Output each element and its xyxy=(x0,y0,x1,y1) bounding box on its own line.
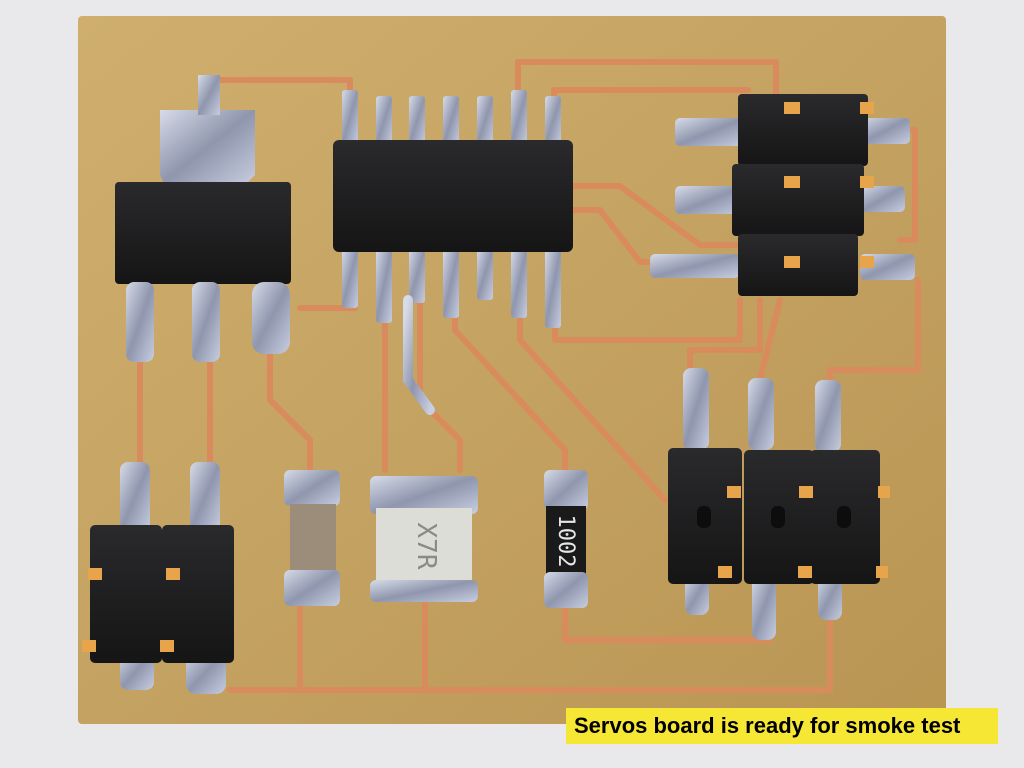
ic-chip xyxy=(333,90,573,415)
capacitor-small xyxy=(284,470,340,606)
voltage-regulator xyxy=(115,75,291,362)
resistor-marking: 1002 xyxy=(553,515,578,568)
power-headers xyxy=(82,462,234,694)
slide-caption: Servos board is ready for smoke test xyxy=(566,708,998,744)
servo-headers xyxy=(668,368,890,640)
resistor-1002: 1002 xyxy=(544,470,588,608)
pin-header-top xyxy=(650,94,915,296)
capacitor-marking: X7R xyxy=(411,523,441,570)
capacitor-large: X7R xyxy=(370,476,478,602)
